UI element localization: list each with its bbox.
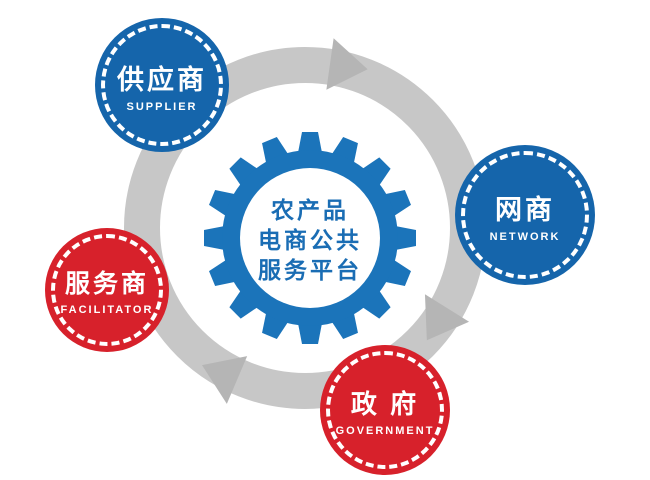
node-government: 政 府 GOVERNMENT xyxy=(320,345,450,475)
gear-icon xyxy=(204,132,416,344)
arrow-right-icon xyxy=(424,294,470,341)
platform-title-line2: 电商公共 xyxy=(258,227,362,253)
platform-title-line3: 服务平台 xyxy=(258,257,362,283)
node-facilitator-label-en: FACILITATOR xyxy=(60,304,154,316)
node-facilitator: 服务商 FACILITATOR xyxy=(45,228,169,352)
arrow-bottom-icon xyxy=(202,356,248,404)
node-facilitator-label-zh: 服务商 xyxy=(64,270,149,298)
platform-title: 农产品 电商公共 服务平台 xyxy=(200,195,420,285)
node-network: 网商 NETWORK xyxy=(455,145,595,285)
cycle-arrows-icon xyxy=(202,38,470,404)
node-network-label-zh: 网商 xyxy=(494,194,555,225)
node-government-label-en: GOVERNMENT xyxy=(335,424,435,437)
platform-title-line1: 农产品 xyxy=(271,197,349,223)
node-supplier-label-zh: 供应商 xyxy=(117,64,207,95)
node-government-label-zh: 政 府 xyxy=(350,388,420,419)
node-network-label-en: NETWORK xyxy=(489,230,561,243)
node-supplier: 供应商 SUPPLIER xyxy=(95,18,229,152)
node-supplier-label-en: SUPPLIER xyxy=(126,100,198,113)
arrow-top-icon xyxy=(326,38,368,90)
